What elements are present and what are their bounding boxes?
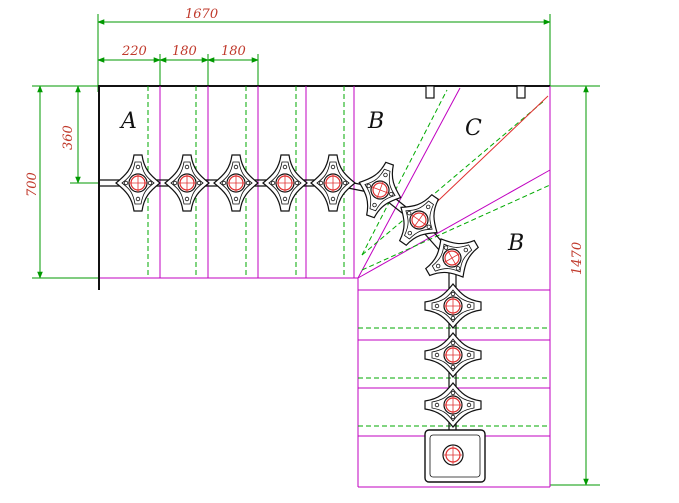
dim-tread-second: 180 [172, 44, 197, 59]
bracket-8 [416, 224, 488, 292]
dim-height-right: 1470 [570, 242, 585, 275]
stair-outline [98, 85, 550, 290]
bracket-5 [310, 154, 356, 212]
base-plate [424, 429, 486, 483]
zone-label-b-top: B [367, 109, 384, 134]
bracket-11 [424, 382, 482, 428]
dim-tread-first: 220 [121, 44, 147, 59]
bracket-3 [213, 154, 259, 212]
bracket-2 [164, 154, 210, 212]
dim-overall-width: 1670 [185, 7, 218, 22]
walking-line [419, 95, 549, 219]
zone-label-b-right: B [507, 231, 524, 256]
bracket-4 [262, 154, 308, 212]
tread-lines [100, 86, 551, 488]
bracket-1 [115, 154, 161, 212]
zone-label-a: A [119, 109, 137, 134]
dim-height-left: 700 [25, 172, 40, 197]
dim-offset-top: 360 [61, 125, 76, 150]
stair-spine [100, 179, 457, 452]
dimension-lines [32, 14, 600, 486]
zone-label-c: C [465, 116, 482, 141]
wall-posts [425, 85, 526, 99]
stair-brackets [115, 154, 488, 428]
dim-tread-third: 180 [221, 44, 246, 59]
bracket-9 [424, 283, 482, 329]
